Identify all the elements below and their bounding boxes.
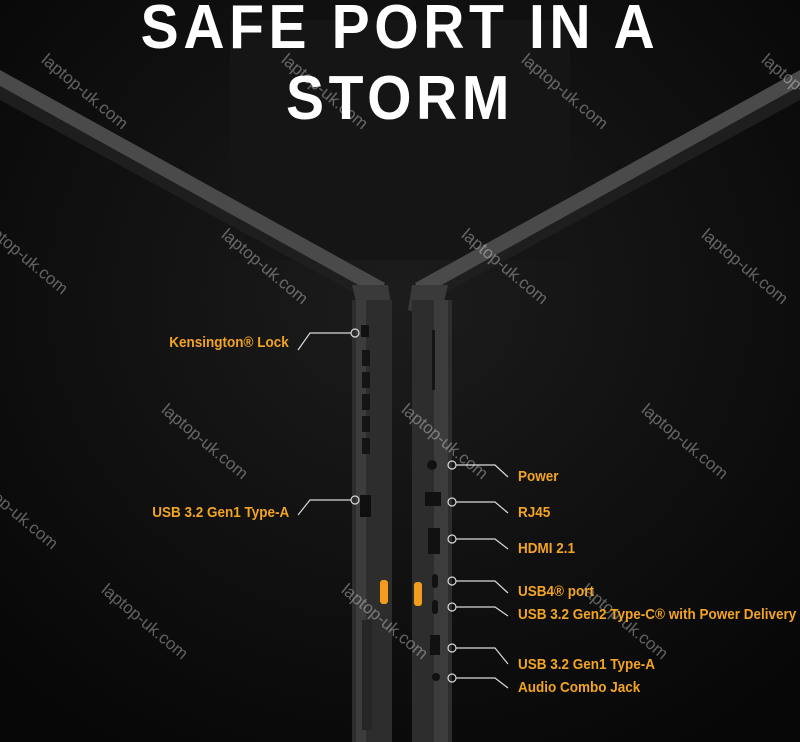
callout-line [297, 499, 351, 516]
callout-line [456, 606, 509, 617]
callout-dot [350, 495, 360, 505]
callout-dot [447, 602, 457, 612]
port-label-hdmi: HDMI 2.1 [518, 540, 576, 557]
callout-dot [350, 328, 360, 338]
callout-dot [447, 534, 457, 544]
callout-dot [447, 460, 457, 470]
port-label-usb-c: USB 3.2 Gen2 Type-C® with Power Delivery [518, 606, 797, 623]
callout-dot [447, 576, 457, 586]
callout-dot [447, 643, 457, 653]
callout-dot [447, 673, 457, 683]
callout-line [456, 677, 509, 689]
callout-line [456, 464, 509, 478]
page-title: SAFE PORT IN A STORM [140, 0, 660, 133]
callout-line [456, 538, 509, 550]
port-label-power: Power [518, 468, 559, 485]
background-logo [230, 20, 570, 260]
callout-line [297, 332, 351, 351]
port-label-rj45: RJ45 [518, 504, 551, 521]
callout-line [456, 501, 509, 514]
callout-line [456, 580, 509, 594]
port-label-kensington-lock: Kensington® Lock [169, 334, 289, 351]
port-label-audio-jack: Audio Combo Jack [518, 679, 641, 696]
port-label-usb-a-right: USB 3.2 Gen1 Type-A [518, 656, 656, 673]
left-laptop [0, 70, 392, 742]
callout-lines [297, 328, 509, 689]
right-laptop [408, 70, 800, 742]
callout-line [456, 647, 509, 665]
port-label-usb4: USB4® port [518, 583, 594, 600]
callout-dot [447, 497, 457, 507]
port-label-usb-a-left: USB 3.2 Gen1 Type-A [151, 504, 289, 521]
